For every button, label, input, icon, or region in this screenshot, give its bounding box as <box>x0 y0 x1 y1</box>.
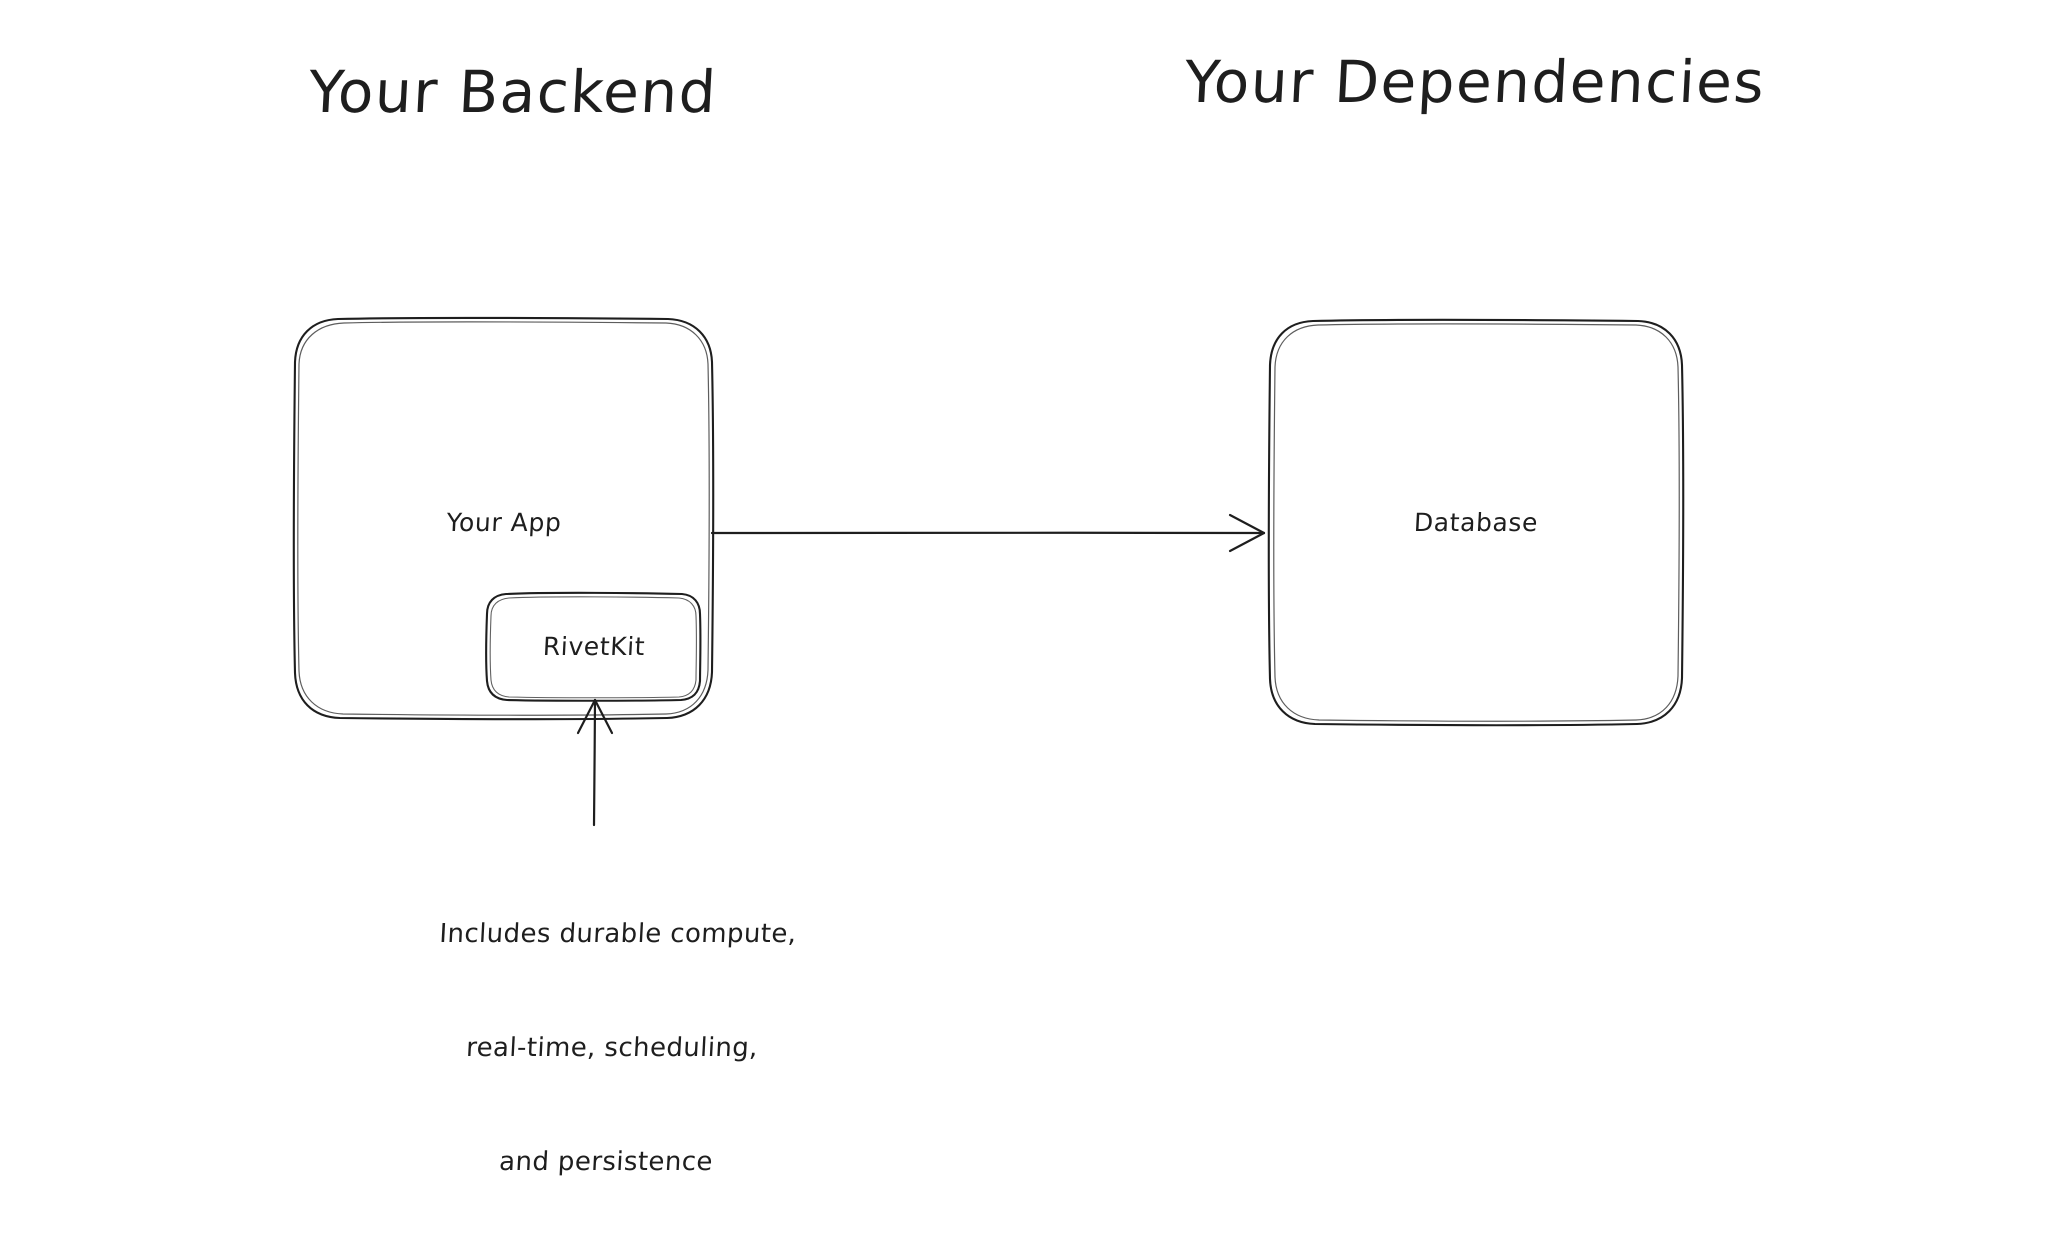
caption-to-rivetkit-arrow[interactable] <box>576 698 614 827</box>
section-title-dependencies: Your Dependencies <box>1182 48 1768 116</box>
diagram-canvas: Your Backend Your Dependencies Your App … <box>292 48 1768 1177</box>
caption-note: Includes durable compute, real-time, sch… <box>401 839 823 1257</box>
node-label-database: Database <box>1413 508 1539 537</box>
rivetkit-box[interactable] <box>485 591 702 702</box>
sketch-stroke-layer <box>292 316 1685 827</box>
section-title-backend: Your Backend <box>307 58 719 126</box>
node-label-your-app: Your App <box>445 508 563 537</box>
your-app-box[interactable] <box>292 316 715 721</box>
caption-line-2: real-time, scheduling, <box>465 1033 759 1063</box>
database-box[interactable] <box>1267 318 1685 727</box>
caption-line-1: Includes durable compute, <box>438 919 798 949</box>
caption-line-3: and persistence <box>498 1147 714 1177</box>
node-label-rivetkit: RivetKit <box>542 632 646 661</box>
app-to-database-arrow[interactable] <box>710 513 1266 553</box>
